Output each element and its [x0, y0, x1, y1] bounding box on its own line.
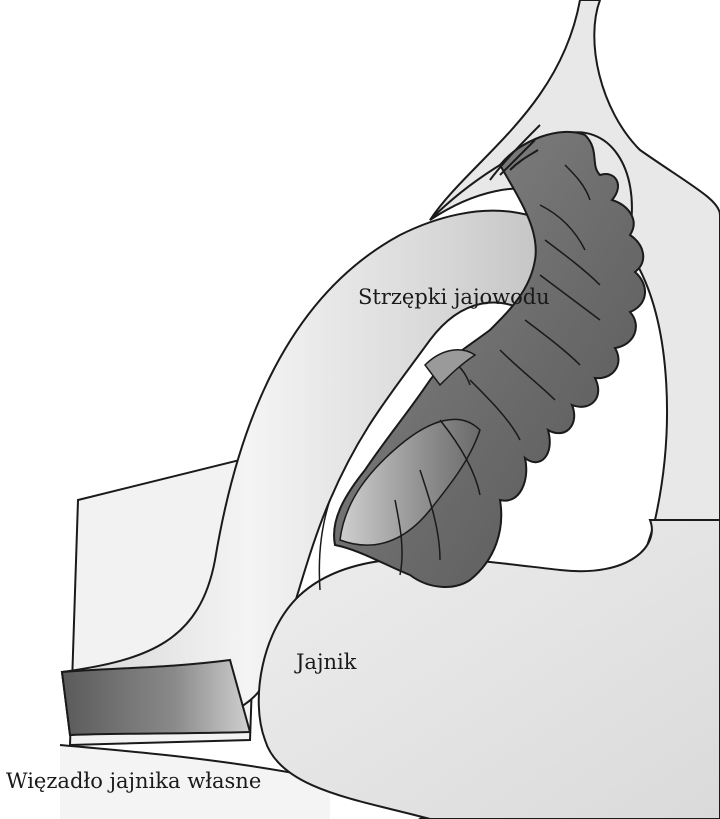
ovarian-ligament	[62, 660, 250, 735]
label-ovary: Jajnik	[296, 652, 356, 673]
label-ovarian-ligament: Więzadło jajnika własne	[6, 771, 261, 792]
label-fimbriae: Strzępki jajowodu	[358, 287, 550, 308]
